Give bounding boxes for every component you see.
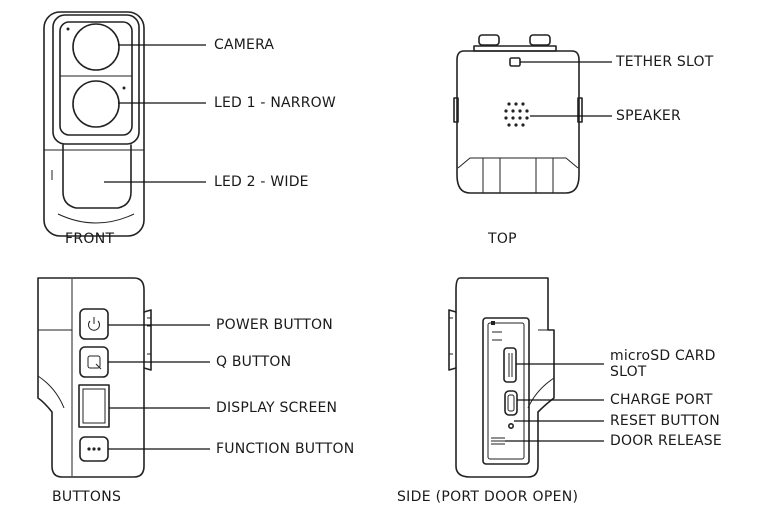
callout-power-button: POWER BUTTON <box>216 317 333 333</box>
view-title-top: TOP <box>488 231 517 247</box>
three-dots-icon <box>87 447 101 451</box>
view-title-front: FRONT <box>65 231 115 247</box>
reset-button-hole <box>507 422 514 429</box>
callout-camera: CAMERA <box>214 37 275 53</box>
callout-microsd-card-slot: microSD CARD SLOT <box>610 348 716 380</box>
q-icon <box>87 355 102 370</box>
callout-function-button: FUNCTION BUTTON <box>216 441 355 457</box>
callout-door-release: DOOR RELEASE <box>610 433 722 449</box>
callout-speaker: SPEAKER <box>616 108 681 124</box>
door-release <box>491 437 505 445</box>
led-1-narrow <box>72 80 120 128</box>
buttons-view-drawing <box>37 277 210 478</box>
display-screen-shape <box>78 384 110 428</box>
power-button-shape <box>79 308 109 340</box>
camera-lens <box>72 23 120 71</box>
tether-slot <box>509 57 521 67</box>
callout-q-button: Q BUTTON <box>216 354 292 370</box>
callout-reset-button: RESET BUTTON <box>610 413 720 429</box>
callout-charge-port: CHARGE PORT <box>610 392 713 408</box>
callout-tether-slot: TETHER SLOT <box>616 54 714 70</box>
side-view-drawing <box>448 277 604 478</box>
microsd-slot <box>503 347 517 383</box>
power-icon <box>88 317 100 331</box>
port-bay <box>482 317 530 465</box>
callout-display-screen: DISPLAY SCREEN <box>216 400 338 416</box>
speaker-grille <box>504 102 529 127</box>
charge-port <box>504 390 518 416</box>
front-view-drawing <box>43 11 206 237</box>
top-view-drawing <box>453 34 612 194</box>
callout-led-2-wide: LED 2 - WIDE <box>214 174 309 190</box>
callout-led-1-narrow: LED 1 - NARROW <box>214 95 336 111</box>
q-button-shape <box>79 346 109 378</box>
view-title-side: SIDE (PORT DOOR OPEN) <box>397 489 579 505</box>
view-title-buttons: BUTTONS <box>52 489 122 505</box>
